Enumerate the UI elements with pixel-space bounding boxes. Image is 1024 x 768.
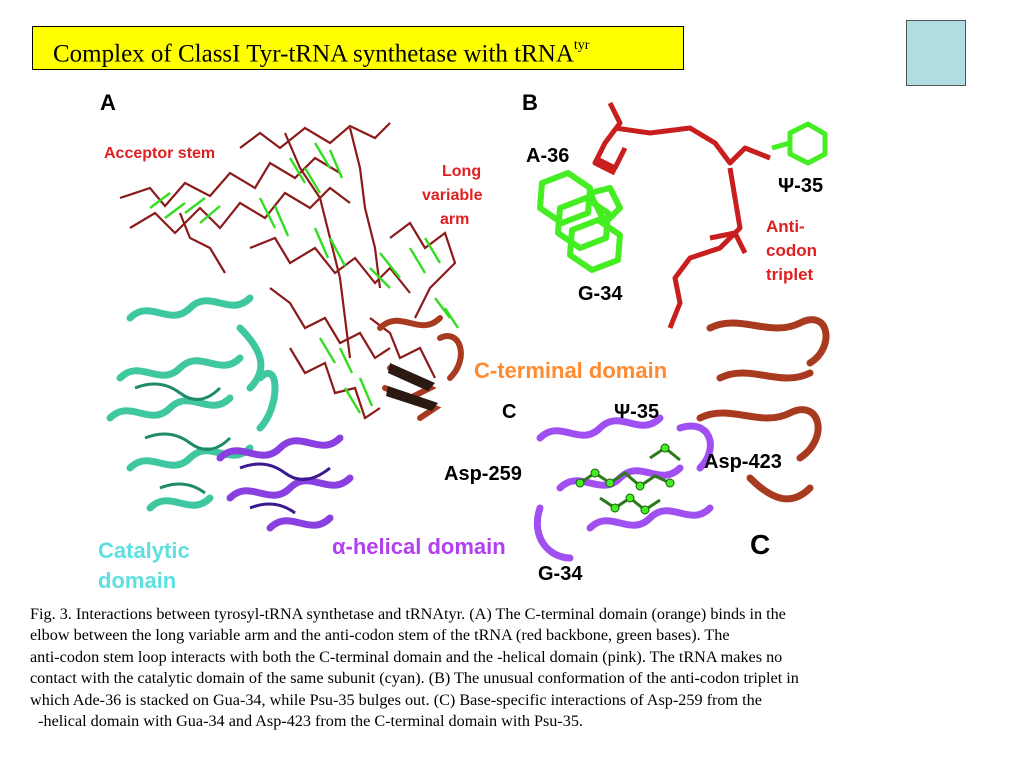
asp423-label: Asp-423 xyxy=(704,451,782,473)
a36-g34-stacked-bases xyxy=(537,170,623,273)
slide-title: Complex of ClassI Tyr-tRNA synthetase wi… xyxy=(32,26,684,70)
c-terminal-domain-label: C-terminal domain xyxy=(474,358,667,383)
panel-c-c-terminal-ribbon xyxy=(696,316,830,503)
caption-line: -helical domain with Gua-34 and Asp-423 … xyxy=(30,712,583,731)
c-terminal-domain-sheet xyxy=(386,363,438,411)
panel-c-ligand-atoms xyxy=(575,443,675,515)
protein-structure-figure: A Acceptor stem Long variable arm Cataly… xyxy=(90,88,840,600)
caption-line: Fig. 3. Interactions between tyrosyl-tRN… xyxy=(30,605,786,623)
psi35-label: Ψ-35 xyxy=(778,175,823,197)
slide-title-text: Complex of ClassI Tyr-tRNA synthetase wi… xyxy=(53,40,574,68)
caption-line: contact with the catalytic domain of the… xyxy=(30,669,799,688)
decorative-square xyxy=(906,20,966,86)
catalytic-domain-label-2: domain xyxy=(98,568,176,593)
anticodon-label-2: codon xyxy=(766,241,817,260)
panel-c-big-c-letter: C xyxy=(750,529,770,560)
a36-label: A-36 xyxy=(526,145,569,167)
panel-c-helical-ribbon xyxy=(533,414,714,562)
psi35-base xyxy=(771,121,828,166)
anticodon-label-1: Anti- xyxy=(766,217,805,236)
anticodon-backbone xyxy=(592,101,771,329)
panel-c-psi35-label: Ψ-35 xyxy=(614,401,659,423)
panel-b-letter: B xyxy=(522,90,538,115)
trna-bases xyxy=(149,142,460,414)
slide-title-superscript: tyr xyxy=(573,38,590,53)
structure-illustration: A Acceptor stem Long variable arm Cataly… xyxy=(98,90,830,593)
alpha-helical-domain-label: α-helical domain xyxy=(332,534,506,559)
figure-caption: Fig. 3. Interactions between tyrosyl-tRN… xyxy=(30,604,990,732)
long-variable-arm-label-1: Long xyxy=(442,163,481,180)
panel-c-g34-label: G-34 xyxy=(538,563,583,585)
alpha-helical-domain-ribbon xyxy=(216,434,354,532)
caption-line: anti-codon stem loop interacts with both… xyxy=(30,647,783,666)
catalytic-domain-ribbon xyxy=(106,294,279,512)
catalytic-domain-ribbon-dark xyxy=(134,382,232,495)
asp259-label: Asp-259 xyxy=(444,463,522,485)
caption-line: which Ade-36 is stacked on Gua-34, while… xyxy=(30,690,762,709)
anticodon-label-3: triplet xyxy=(766,265,814,284)
g34-label: G-34 xyxy=(578,283,623,305)
long-variable-arm-label-2: variable xyxy=(422,187,483,204)
panel-a-letter: A xyxy=(100,90,116,115)
catalytic-domain-label-1: Catalytic xyxy=(98,538,190,563)
alpha-helical-domain-ribbon-dark xyxy=(239,462,331,515)
acceptor-stem-label: Acceptor stem xyxy=(104,145,215,162)
caption-line: elbow between the long variable arm and … xyxy=(30,626,730,645)
panel-c-letter: C xyxy=(502,401,516,423)
long-variable-arm-label-3: arm xyxy=(440,211,469,228)
